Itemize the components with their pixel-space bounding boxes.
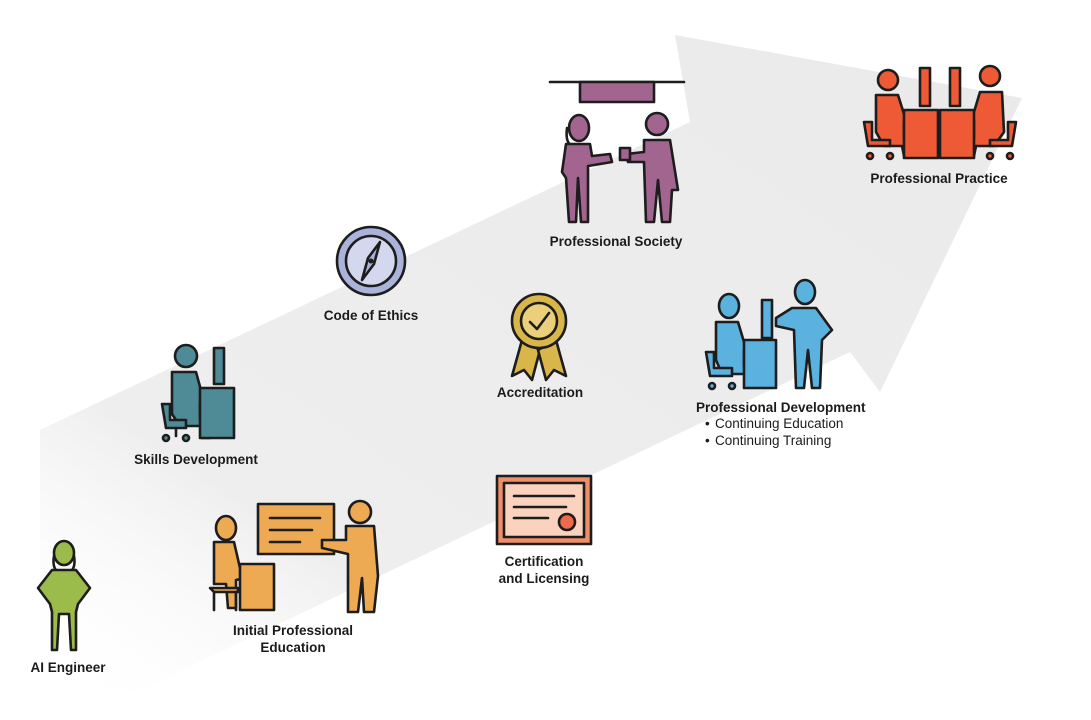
compass-icon <box>335 225 407 297</box>
development-item-continuing-training: •Continuing Training <box>705 433 832 448</box>
desk-worker-icon <box>160 343 236 443</box>
development-item-label: Continuing Education <box>715 416 844 431</box>
label-certification-line2: and Licensing <box>498 571 590 586</box>
teacher-whiteboard-icon <box>208 499 380 614</box>
person-standing-icon <box>36 539 92 652</box>
development-item-label: Continuing Training <box>715 433 832 448</box>
development-item-continuing-education: •Continuing Education <box>705 416 844 431</box>
label-professional-development: Professional Development <box>696 400 866 415</box>
label-accreditation: Accreditation <box>496 385 584 400</box>
label-initial-education-line1: Initial Professional <box>232 623 354 638</box>
label-certification-line1: Certification <box>504 554 584 569</box>
graduation-handshake-icon <box>548 80 686 224</box>
label-initial-education-line2: Education <box>260 640 326 655</box>
coworkers-monitor-icon <box>704 278 834 391</box>
label-professional-practice: Professional Practice <box>870 171 1008 186</box>
label-ai-engineer: AI Engineer <box>30 660 106 675</box>
label-certification: Certification and Licensing <box>474 553 614 587</box>
label-initial-education: Initial Professional Education <box>200 622 386 656</box>
label-skills-development: Skills Development <box>134 452 258 467</box>
label-professional-society: Professional Society <box>549 234 683 249</box>
award-ribbon-icon <box>510 292 568 382</box>
two-desks-icon <box>862 64 1018 161</box>
certificate-icon <box>495 474 593 546</box>
label-code-of-ethics: Code of Ethics <box>323 308 419 323</box>
